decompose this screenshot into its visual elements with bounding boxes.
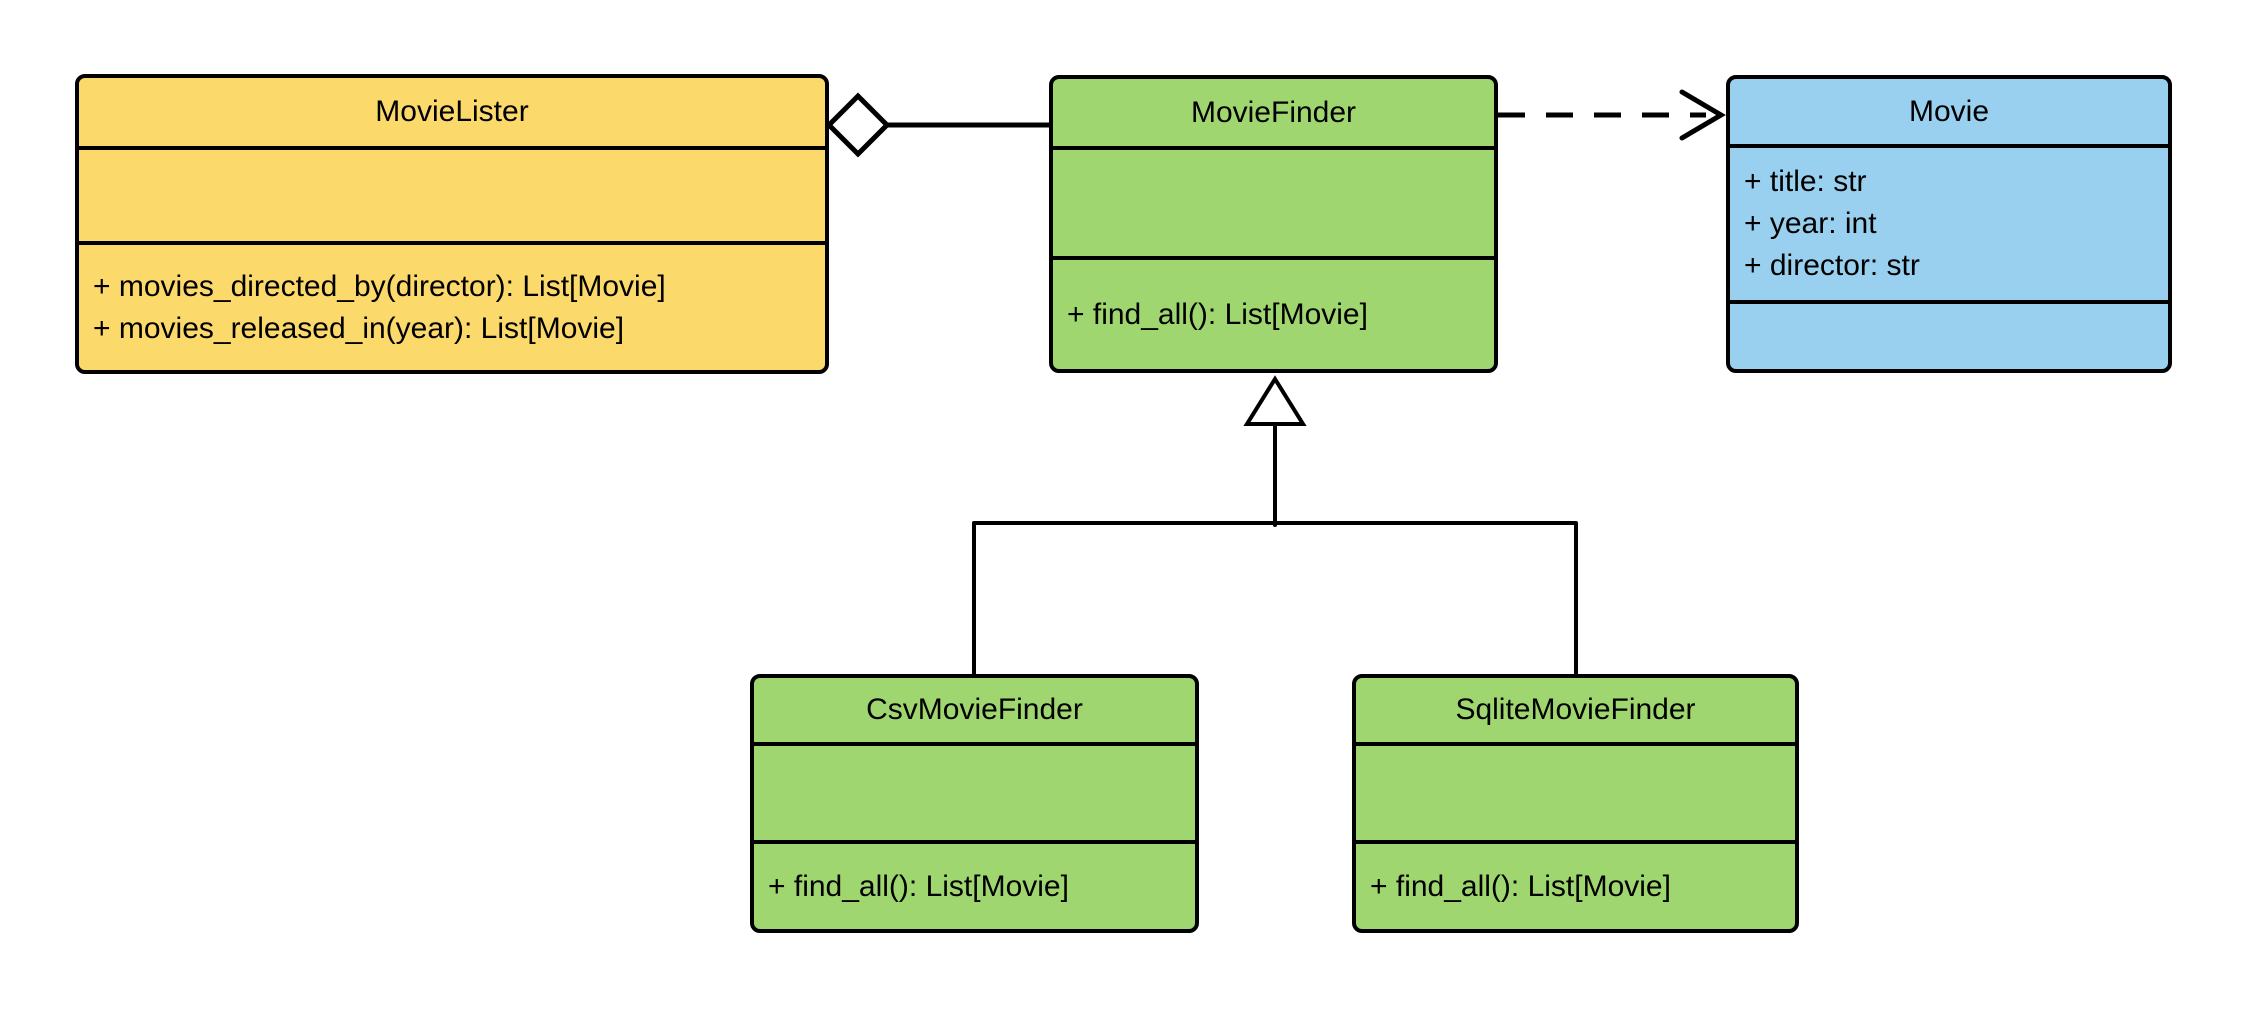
class-sqlitemoviefinder[interactable]: SqliteMovieFinder + find_all(): List[Mov… <box>1352 674 1799 933</box>
method-row: + movies_released_in(year): List[Movie] <box>93 311 625 345</box>
class-movie[interactable]: Movie + title: str + year: int + directo… <box>1726 75 2172 373</box>
attribute-row: + title: str <box>1744 165 1867 198</box>
class-attributes-compartment <box>1356 746 1795 844</box>
class-title-compartment: SqliteMovieFinder <box>1356 678 1795 746</box>
method-row: + find_all(): List[Movie] <box>1370 869 1671 903</box>
class-title: Movie <box>1908 94 1990 128</box>
class-attributes-compartment <box>79 150 825 245</box>
class-attributes-compartment: + title: str + year: int + director: str <box>1730 148 2168 304</box>
hollow-diamond-marker <box>825 92 891 158</box>
class-methods-compartment: + find_all(): List[Movie] <box>754 844 1195 929</box>
class-title-compartment: CsvMovieFinder <box>754 678 1195 746</box>
class-attributes-compartment <box>1053 150 1494 260</box>
class-moviefinder[interactable]: MovieFinder + find_all(): List[Movie] <box>1049 75 1498 373</box>
attribute-row: + year: int <box>1744 207 1877 240</box>
class-title-compartment: Movie <box>1730 79 2168 148</box>
class-methods-compartment: + find_all(): List[Movie] <box>1356 844 1795 929</box>
method-row: + find_all(): List[Movie] <box>1067 297 1368 331</box>
dependency-connector[interactable] <box>1498 89 1726 141</box>
open-arrowhead-marker <box>1679 89 1726 141</box>
method-row: + find_all(): List[Movie] <box>768 869 1069 903</box>
aggregation-connector[interactable] <box>825 92 1049 158</box>
class-methods-compartment: + movies_directed_by(director): List[Mov… <box>79 245 825 370</box>
class-title-compartment: MovieLister <box>79 78 825 150</box>
class-title: MovieLister <box>375 95 529 128</box>
class-title-compartment: MovieFinder <box>1053 79 1494 150</box>
class-title: MovieFinder <box>1190 95 1357 129</box>
generalization-branch-line[interactable] <box>972 521 1578 676</box>
attribute-row: + director: str <box>1744 249 1920 282</box>
class-title: CsvMovieFinder <box>866 693 1083 726</box>
class-attributes-compartment <box>754 746 1195 844</box>
class-methods-compartment: + find_all(): List[Movie] <box>1053 260 1494 369</box>
method-row: + movies_directed_by(director): List[Mov… <box>93 269 666 303</box>
class-movielister[interactable]: MovieLister + movies_directed_by(directo… <box>75 74 829 374</box>
class-csvmoviefinder[interactable]: CsvMovieFinder + find_all(): List[Movie] <box>750 674 1199 933</box>
class-methods-compartment <box>1730 304 2168 369</box>
class-title: SqliteMovieFinder <box>1455 693 1696 726</box>
generalization-connector[interactable] <box>972 375 1578 676</box>
hollow-triangle-marker <box>1243 375 1307 426</box>
